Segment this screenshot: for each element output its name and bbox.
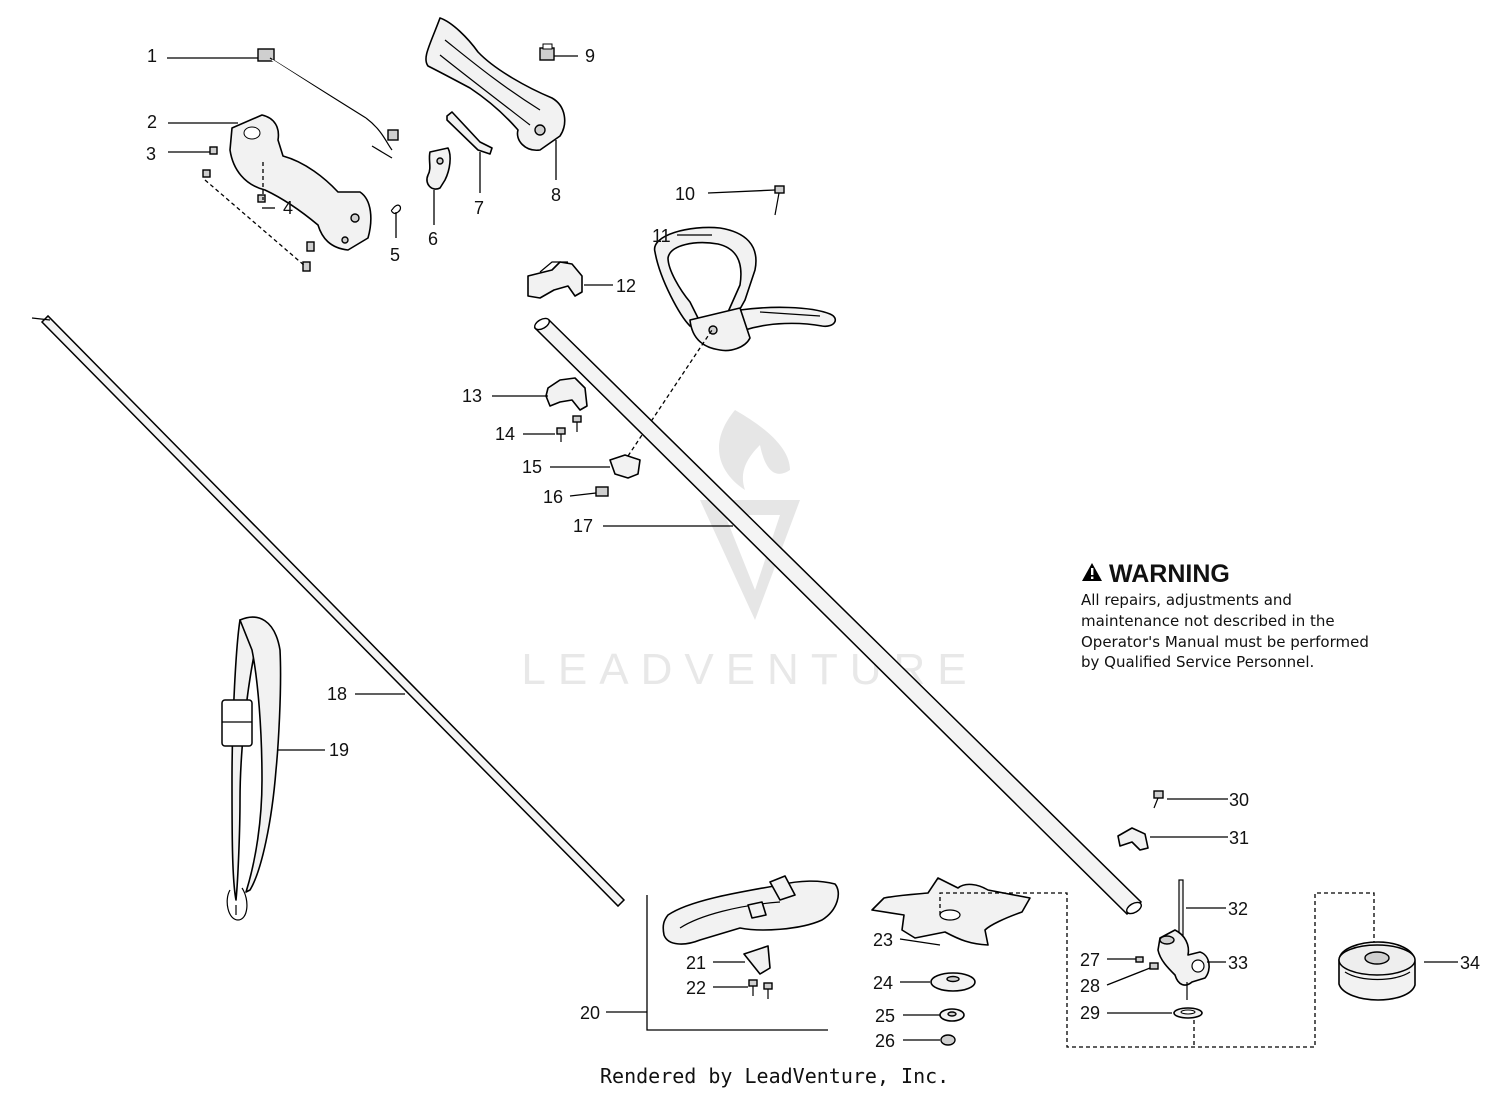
part-6-trigger <box>426 147 451 190</box>
part-31-clamp <box>1117 827 1149 851</box>
part-30-screw <box>1153 790 1164 809</box>
callout-labels: 1 2 3 4 5 6 7 8 9 10 11 12 13 14 15 16 1… <box>146 46 1480 1051</box>
part-21-bracket <box>743 945 771 975</box>
watermark: LEADVENTURE <box>521 410 967 694</box>
gearhead-dashed-box <box>939 892 1375 1048</box>
part-33-gearhead <box>1157 929 1210 1000</box>
callout-28: 28 <box>1080 976 1100 996</box>
part-15-bracket <box>609 329 713 479</box>
callout-23: 23 <box>873 930 893 950</box>
part-20-guard <box>662 875 839 945</box>
part-20-guard-box <box>646 895 828 1031</box>
callout-21: 21 <box>686 953 706 973</box>
warning-heading: WARNING <box>1081 560 1381 588</box>
callout-16: 16 <box>543 487 563 507</box>
warning-triangle-icon <box>1081 560 1103 588</box>
part-34-trimmer-head <box>1338 941 1416 1001</box>
callout-14: 14 <box>495 424 515 444</box>
callout-1: 1 <box>147 46 157 66</box>
part-11-loop-handle <box>653 226 837 352</box>
callout-24: 24 <box>873 973 893 993</box>
callout-18: 18 <box>327 684 347 704</box>
part-2-handle-housing <box>229 114 372 251</box>
callout-11: 11 <box>652 226 671 246</box>
callout-32: 32 <box>1228 899 1248 919</box>
part-16-screw <box>595 486 609 497</box>
callout-9: 9 <box>585 46 595 66</box>
warning-notice: WARNING All repairs, adjustments and mai… <box>1081 560 1381 673</box>
part-13-clamp <box>545 377 588 411</box>
part-5-spring <box>390 204 402 214</box>
part-24-collar <box>930 972 976 992</box>
warning-text: All repairs, adjustments and maintenance… <box>1081 591 1369 672</box>
part-29-washer <box>1173 1007 1203 1019</box>
callout-33: 33 <box>1228 953 1248 973</box>
callout-25: 25 <box>875 1006 895 1026</box>
part-7-lever <box>446 111 493 155</box>
callout-7: 7 <box>474 198 484 218</box>
footer-credit: Rendered by LeadVenture, Inc. <box>600 1064 950 1088</box>
callout-19: 19 <box>329 740 349 760</box>
part-32-pin <box>1178 879 1184 937</box>
callout-15: 15 <box>522 457 542 477</box>
part-26-nut <box>940 1034 956 1046</box>
callout-12: 12 <box>616 276 636 296</box>
part-23-blade <box>871 877 1031 946</box>
callout-22: 22 <box>686 978 706 998</box>
part-10-screw <box>774 185 785 216</box>
part-1-throttle-cable <box>257 48 399 159</box>
callout-4: 4 <box>283 198 293 218</box>
callout-31: 31 <box>1229 828 1249 848</box>
warning-title: WARNING <box>1109 560 1230 588</box>
part-18-drive-shaft <box>31 314 626 908</box>
callout-20: 20 <box>580 1003 600 1023</box>
callout-29: 29 <box>1080 1003 1100 1023</box>
callout-8: 8 <box>551 185 561 205</box>
callout-34: 34 <box>1460 953 1480 973</box>
callout-6: 6 <box>428 229 438 249</box>
callout-2: 2 <box>147 112 157 132</box>
callout-10: 10 <box>675 184 695 204</box>
watermark-flame-icon <box>718 410 790 490</box>
callout-17: 17 <box>573 516 593 536</box>
part-17-drive-tube <box>533 317 1143 916</box>
part-12-clamp <box>527 261 583 299</box>
part-14-screws <box>556 415 582 442</box>
callout-30: 30 <box>1229 790 1249 810</box>
leader-lines <box>167 55 1458 1041</box>
part-8-handle-grip <box>425 17 566 151</box>
part-25-washer <box>939 1008 965 1022</box>
watermark-v-icon <box>700 500 800 620</box>
callout-5: 5 <box>390 245 400 265</box>
callout-13: 13 <box>462 386 482 406</box>
callout-27: 27 <box>1080 950 1100 970</box>
callout-3: 3 <box>146 144 156 164</box>
part-27-28-screws <box>1135 956 1159 970</box>
part-3-4-screws <box>202 146 315 272</box>
callout-26: 26 <box>875 1031 895 1051</box>
part-9-switch <box>539 43 555 61</box>
part-22-screws <box>748 979 773 999</box>
part-19-harness <box>221 616 282 921</box>
